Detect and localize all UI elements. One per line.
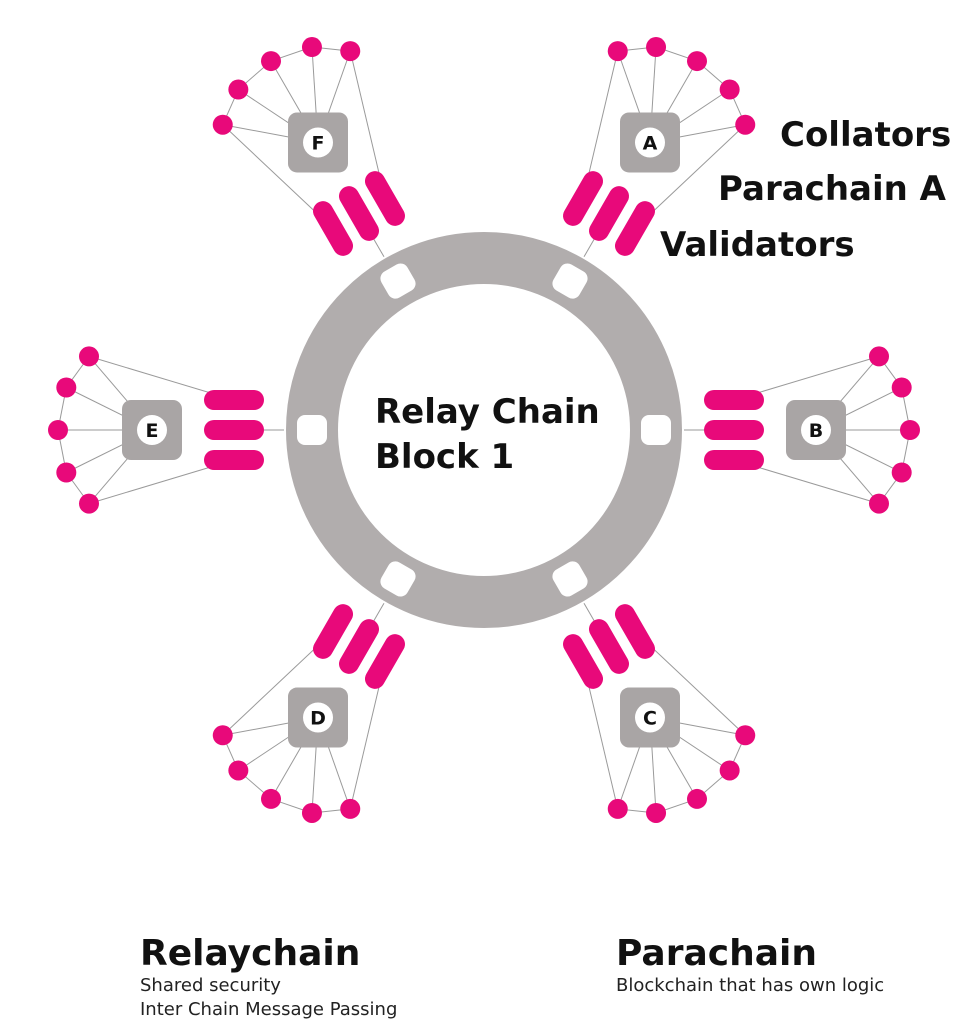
collator-node-d xyxy=(212,725,233,746)
collator-node-f xyxy=(340,41,361,62)
collator-node-c xyxy=(735,725,756,746)
relaychain-legend-title: Relaychain xyxy=(140,933,361,974)
collator-node-d xyxy=(261,788,281,809)
collator-node-e xyxy=(48,420,68,440)
collator-node-f xyxy=(228,79,249,100)
parachain-letter-d: D xyxy=(310,708,326,730)
collator-node-b xyxy=(891,377,912,398)
ring-slot-f xyxy=(380,263,416,299)
ring-slot-e xyxy=(297,415,327,445)
validator-node-f xyxy=(313,201,354,256)
validators-callout: Validators xyxy=(660,225,855,265)
parachain-letter-bg-f xyxy=(303,127,333,158)
collator-node-b xyxy=(900,420,920,440)
parachain-legend-title: Parachain xyxy=(616,933,817,974)
parachain-letter-bg-a xyxy=(635,127,665,158)
collator-node-a xyxy=(719,79,740,100)
validator-node-c xyxy=(589,619,629,674)
collator-node-b xyxy=(869,493,889,514)
parachain-nodes: A B C D E F xyxy=(48,37,920,823)
parachain-letter-bg-b xyxy=(801,415,831,445)
parachain-legend: Parachain Blockchain that has own logic xyxy=(616,934,884,998)
parachain-letter-e: E xyxy=(146,420,159,442)
collator-node-f xyxy=(212,114,233,135)
validator-node-d xyxy=(364,634,405,689)
collator-node-d xyxy=(301,802,322,823)
validator-node-a xyxy=(563,171,604,226)
ring-slot-a xyxy=(552,263,588,299)
validator-node-c xyxy=(563,634,604,689)
validator-node-c xyxy=(614,604,655,659)
collator-node-e xyxy=(79,346,99,367)
collator-node-a xyxy=(646,37,667,58)
relay-chain-ring xyxy=(286,232,682,628)
relay-chain-label-line2: Block 1 xyxy=(375,437,514,477)
relaychain-legend-line-2: Inter Chain Message Passing xyxy=(140,999,398,1020)
collator-node-e xyxy=(56,377,77,398)
collator-node-a xyxy=(687,51,707,72)
collator-node-d xyxy=(228,760,249,781)
validator-node-f xyxy=(339,186,379,241)
parachain-letter-b: B xyxy=(809,420,823,442)
collator-node-c xyxy=(687,788,707,809)
ring-slot-d xyxy=(380,561,416,597)
validator-node-a xyxy=(614,201,655,256)
collator-node-b xyxy=(891,462,912,483)
collator-node-c xyxy=(646,802,667,823)
collator-node-c xyxy=(607,798,628,819)
collator-node-b xyxy=(869,346,889,367)
validator-node-e xyxy=(204,450,264,470)
validator-node-d xyxy=(339,619,380,674)
collator-node-c xyxy=(719,760,740,781)
diagram-labels: Relay Chain Block 1 Collators Parachain … xyxy=(375,115,951,477)
validator-node-b xyxy=(704,450,764,470)
collator-node-d xyxy=(340,798,361,819)
collator-node-e xyxy=(79,493,99,514)
parachain-legend-line-1: Blockchain that has own logic xyxy=(616,975,885,996)
parachain-letter-bg-c xyxy=(635,702,665,733)
validator-node-d xyxy=(313,604,354,659)
relaychain-legend-line-1: Shared security xyxy=(140,975,281,996)
collators-callout: Collators xyxy=(780,115,951,155)
collator-node-a xyxy=(735,114,756,135)
validator-node-b xyxy=(704,420,764,440)
validator-node-e xyxy=(204,390,264,410)
relay-chain-label-line1: Relay Chain xyxy=(375,392,600,432)
validator-node-a xyxy=(589,186,629,241)
collator-node-a xyxy=(607,41,628,62)
validator-node-b xyxy=(704,390,764,410)
parachain-letter-f: F xyxy=(312,132,325,154)
parachain-a-callout: Parachain A xyxy=(718,169,947,209)
parachain-letter-a: A xyxy=(643,132,658,154)
relaychain-legend: Relaychain Shared security Inter Chain M… xyxy=(140,934,397,1022)
parachain-letter-c: C xyxy=(643,708,657,730)
collator-node-f xyxy=(261,51,281,72)
parachain-letter-bg-d xyxy=(303,702,333,733)
collator-node-f xyxy=(301,37,322,58)
collator-node-e xyxy=(56,462,77,483)
validator-node-e xyxy=(204,420,264,440)
ring-slot-b xyxy=(641,415,671,445)
ring-slot-c xyxy=(552,561,588,597)
validator-node-f xyxy=(364,171,405,226)
parachain-letter-bg-e xyxy=(137,415,167,445)
